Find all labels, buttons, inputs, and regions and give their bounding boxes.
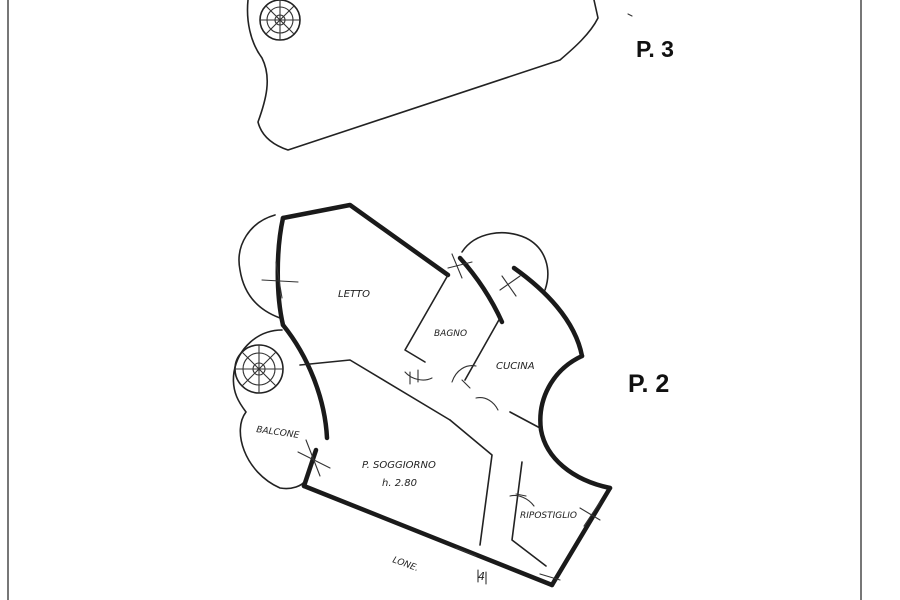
wall-west-letto [275, 215, 286, 328]
wall-ripostiglio-west [511, 461, 547, 567]
room-label-bagno: BAGNO [434, 329, 467, 339]
door-arc-bagno [451, 365, 477, 383]
wall-south-exterior [301, 483, 555, 588]
wall-soggiorno-east [449, 419, 493, 546]
wall-east-concave [538, 353, 613, 491]
room-label-cucina: CUCINA [496, 361, 535, 372]
wall-ripostiglio-east [549, 485, 613, 588]
window-mark-bagno [447, 253, 473, 279]
window-mark-ripostiglio [579, 501, 601, 527]
wall-letto-soggiorno [299, 359, 451, 421]
floor-label-p3: P. 3 [636, 36, 674, 62]
wall-cucina-south [509, 411, 541, 429]
balcony-cucina [461, 231, 549, 291]
wall-bagno-east [464, 317, 501, 381]
balcony-letto [238, 214, 281, 319]
room-label-ripostiglio: RIPOSTIGLIO [520, 511, 577, 521]
upper-floor-outline [246, 0, 599, 151]
door-arc-ripostiglio [509, 494, 535, 507]
room-label-soggiorno: P. SOGGIORNO [362, 460, 436, 471]
dot-mark [627, 13, 633, 17]
bottom-number-mark: 4 [478, 570, 485, 583]
spiral-staircase-upper [259, 0, 301, 41]
door-arc-cucina [475, 397, 499, 411]
wall-bagno-west [404, 274, 449, 363]
floor-label-p2: P. 2 [628, 370, 669, 398]
spiral-staircase-main [234, 344, 284, 394]
corridor-label: LONE. [391, 555, 420, 574]
wall-cucina-north [511, 265, 585, 359]
main-floor-plan [232, 202, 613, 588]
window-mark-cucina [499, 275, 521, 297]
room-label-balcone: BALCONE [256, 425, 300, 441]
wall-balcone-lower [301, 447, 319, 489]
upper-floor-plan [246, 0, 633, 151]
window-mark-letto [261, 261, 299, 299]
room-label-letto: LETTO [338, 289, 370, 300]
wall-balcone-curve [280, 322, 330, 441]
wall-bagno-north [457, 255, 505, 325]
tick-marks [409, 369, 527, 585]
window-mark-balcone [297, 439, 331, 477]
wall-letto-exterior [280, 202, 451, 278]
window-mark-south [455, 547, 561, 581]
room-height-label: h. 2.80 [382, 478, 417, 489]
